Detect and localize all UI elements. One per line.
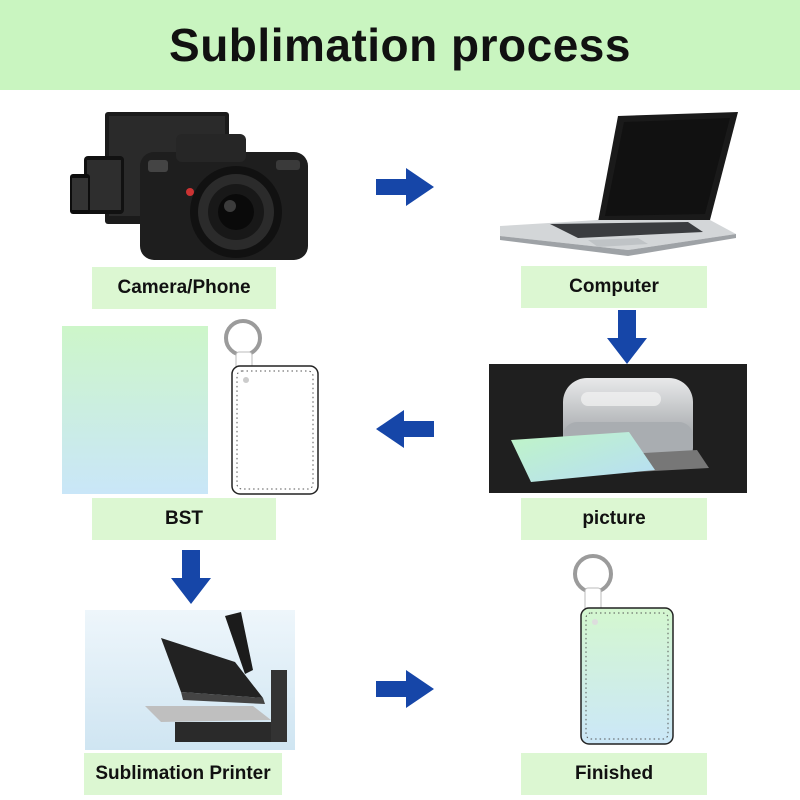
label-camera-phone: Camera/Phone — [92, 267, 276, 309]
arrow-right-icon — [376, 168, 434, 211]
label-bst: BST — [92, 498, 276, 540]
arrow-left-icon — [376, 410, 434, 453]
camera-phone-illustration — [68, 108, 313, 266]
page-title: Sublimation process — [169, 19, 631, 71]
finished-keychain-illustration — [565, 552, 677, 748]
printer-illustration — [489, 364, 747, 493]
arrow-down-icon — [607, 310, 647, 369]
arrow-down-icon — [171, 550, 211, 609]
label-computer: Computer — [521, 266, 707, 308]
label-sublimation-printer: Sublimation Printer — [84, 753, 282, 795]
sheet-keychain-illustration — [60, 318, 322, 498]
label-picture: picture — [521, 498, 707, 540]
laptop-illustration — [498, 108, 742, 258]
arrow-right-icon — [376, 670, 434, 713]
heat-press-illustration — [85, 610, 295, 750]
header-banner: Sublimation process — [0, 0, 800, 90]
label-finished: Finished — [521, 753, 707, 795]
